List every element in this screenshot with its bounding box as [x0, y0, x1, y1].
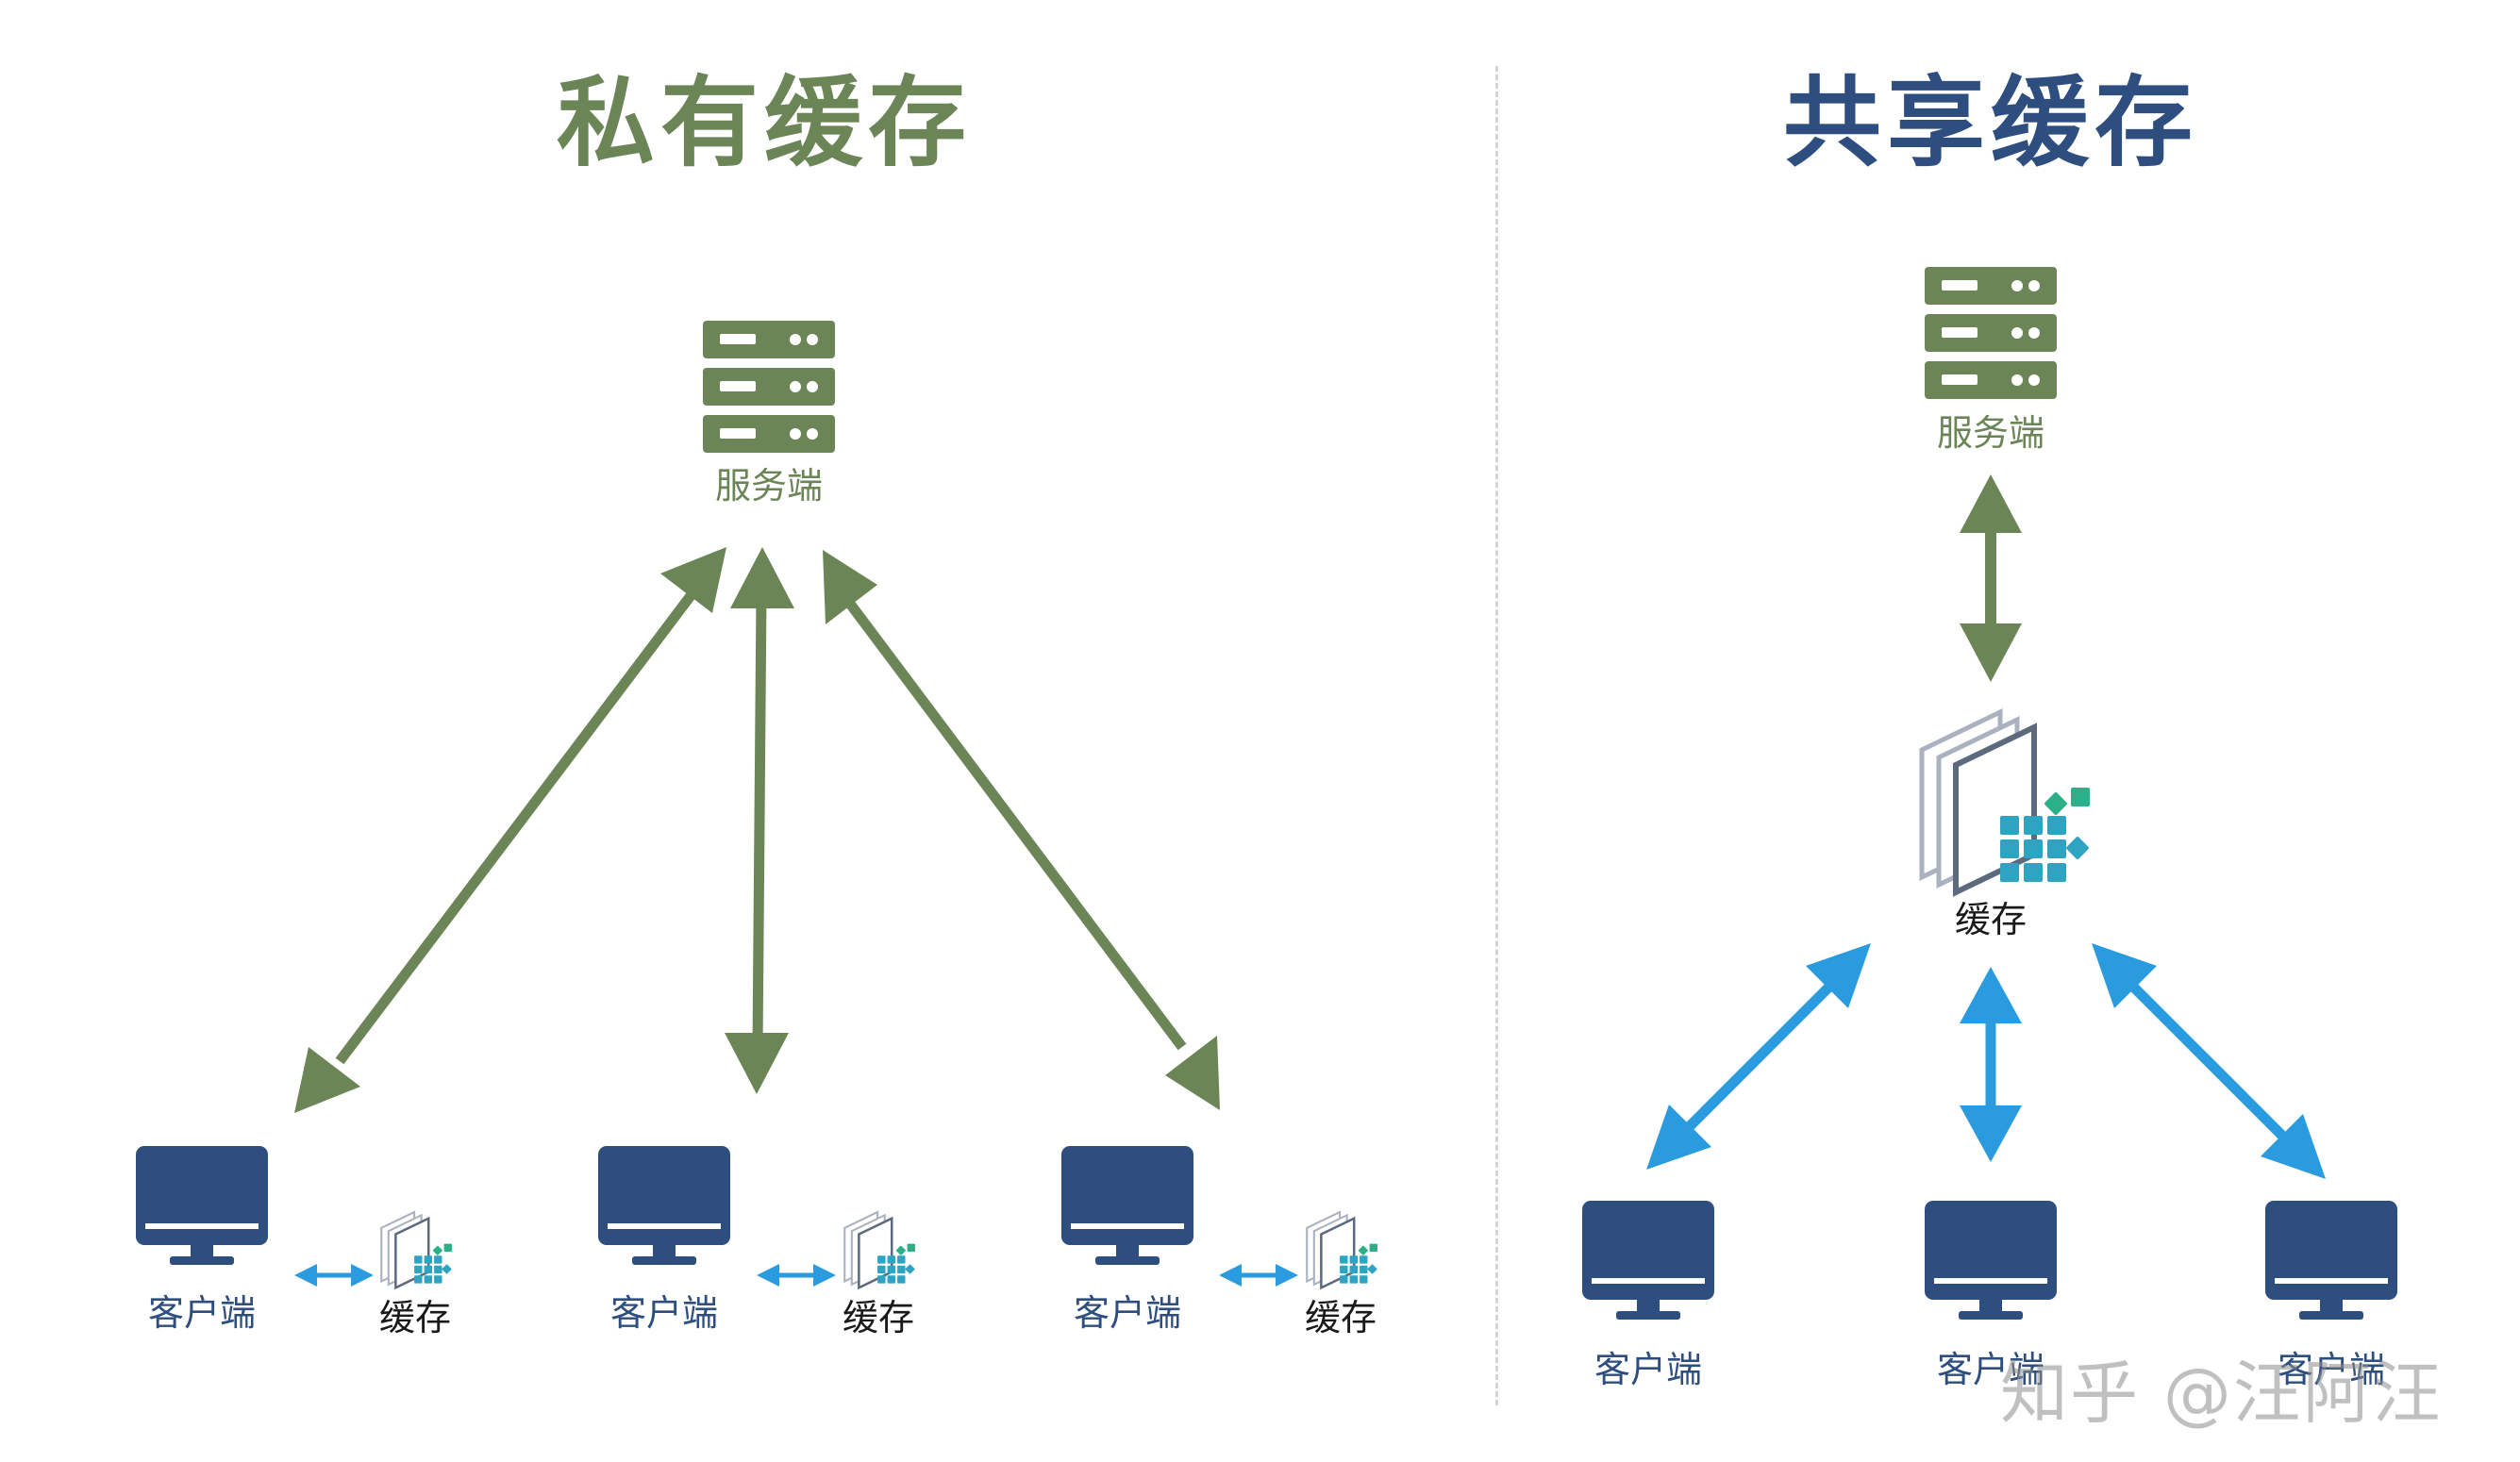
private-client-2-monitor-icon [598, 1146, 730, 1265]
private-cache-3-icon [1305, 1210, 1379, 1289]
shared-server-cache-arrow [1960, 474, 2022, 682]
private-cache-title: 私有缓存 [556, 65, 972, 180]
shared-server-label: 服务端 [1936, 412, 2044, 454]
arrow-cache-client-1 [1671, 977, 1839, 1145]
private-cache-3-label: 缓存 [1304, 1297, 1377, 1338]
shared-cache-icon [1922, 712, 2090, 892]
private-cache-1-icon [379, 1210, 454, 1289]
private-client-1-label: 客户端 [147, 1292, 256, 1334]
arrowhead-2-down [725, 1033, 789, 1094]
arrow-server-client-1 [335, 586, 700, 1065]
private-client-2-label: 客户端 [609, 1292, 718, 1334]
arrowhead-1-up [660, 547, 726, 613]
shared-cache-label: 缓存 [1954, 899, 2027, 940]
private-server-icon [703, 321, 835, 453]
private-client-1-monitor-icon [136, 1146, 268, 1265]
shared-client-2-monitor-icon [1925, 1201, 2057, 1320]
arrowhead-1-down [294, 1047, 360, 1113]
private-client-3-label: 客户端 [1073, 1292, 1181, 1334]
private-small-arrows [294, 1264, 1298, 1287]
private-client-3-monitor-icon [1061, 1146, 1193, 1265]
private-cache-1-label: 缓存 [378, 1297, 451, 1338]
private-arrows [335, 586, 1187, 1065]
shared-client-1-monitor-icon [1582, 1201, 1714, 1320]
arrow-server-client-3 [837, 589, 1187, 1051]
shared-cache-title: 共享缓存 [1782, 65, 2198, 180]
arrowhead-2-up [730, 547, 794, 608]
shared-server-icon [1925, 267, 2057, 399]
shared-client-2-label: 客户端 [1936, 1349, 2044, 1390]
private-cache-2-icon [843, 1210, 917, 1289]
shared-client-3-monitor-icon [2265, 1201, 2397, 1320]
arrow-cache-client-3 [2124, 977, 2292, 1145]
arrowhead-3-down [1165, 1036, 1220, 1110]
private-server-label: 服务端 [714, 465, 823, 507]
shared-client-3-label: 客户端 [2277, 1349, 2385, 1390]
shared-client-1-label: 客户端 [1594, 1349, 1702, 1390]
watermark: 知乎 @汪阿汪 [2000, 1354, 2443, 1433]
shared-client-arrows [1671, 977, 2292, 1145]
section-divider [1495, 66, 1498, 1405]
private-cache-2-label: 缓存 [842, 1297, 914, 1338]
arrow-server-client-2 [752, 593, 767, 1048]
arrowhead-3-up [823, 550, 877, 624]
